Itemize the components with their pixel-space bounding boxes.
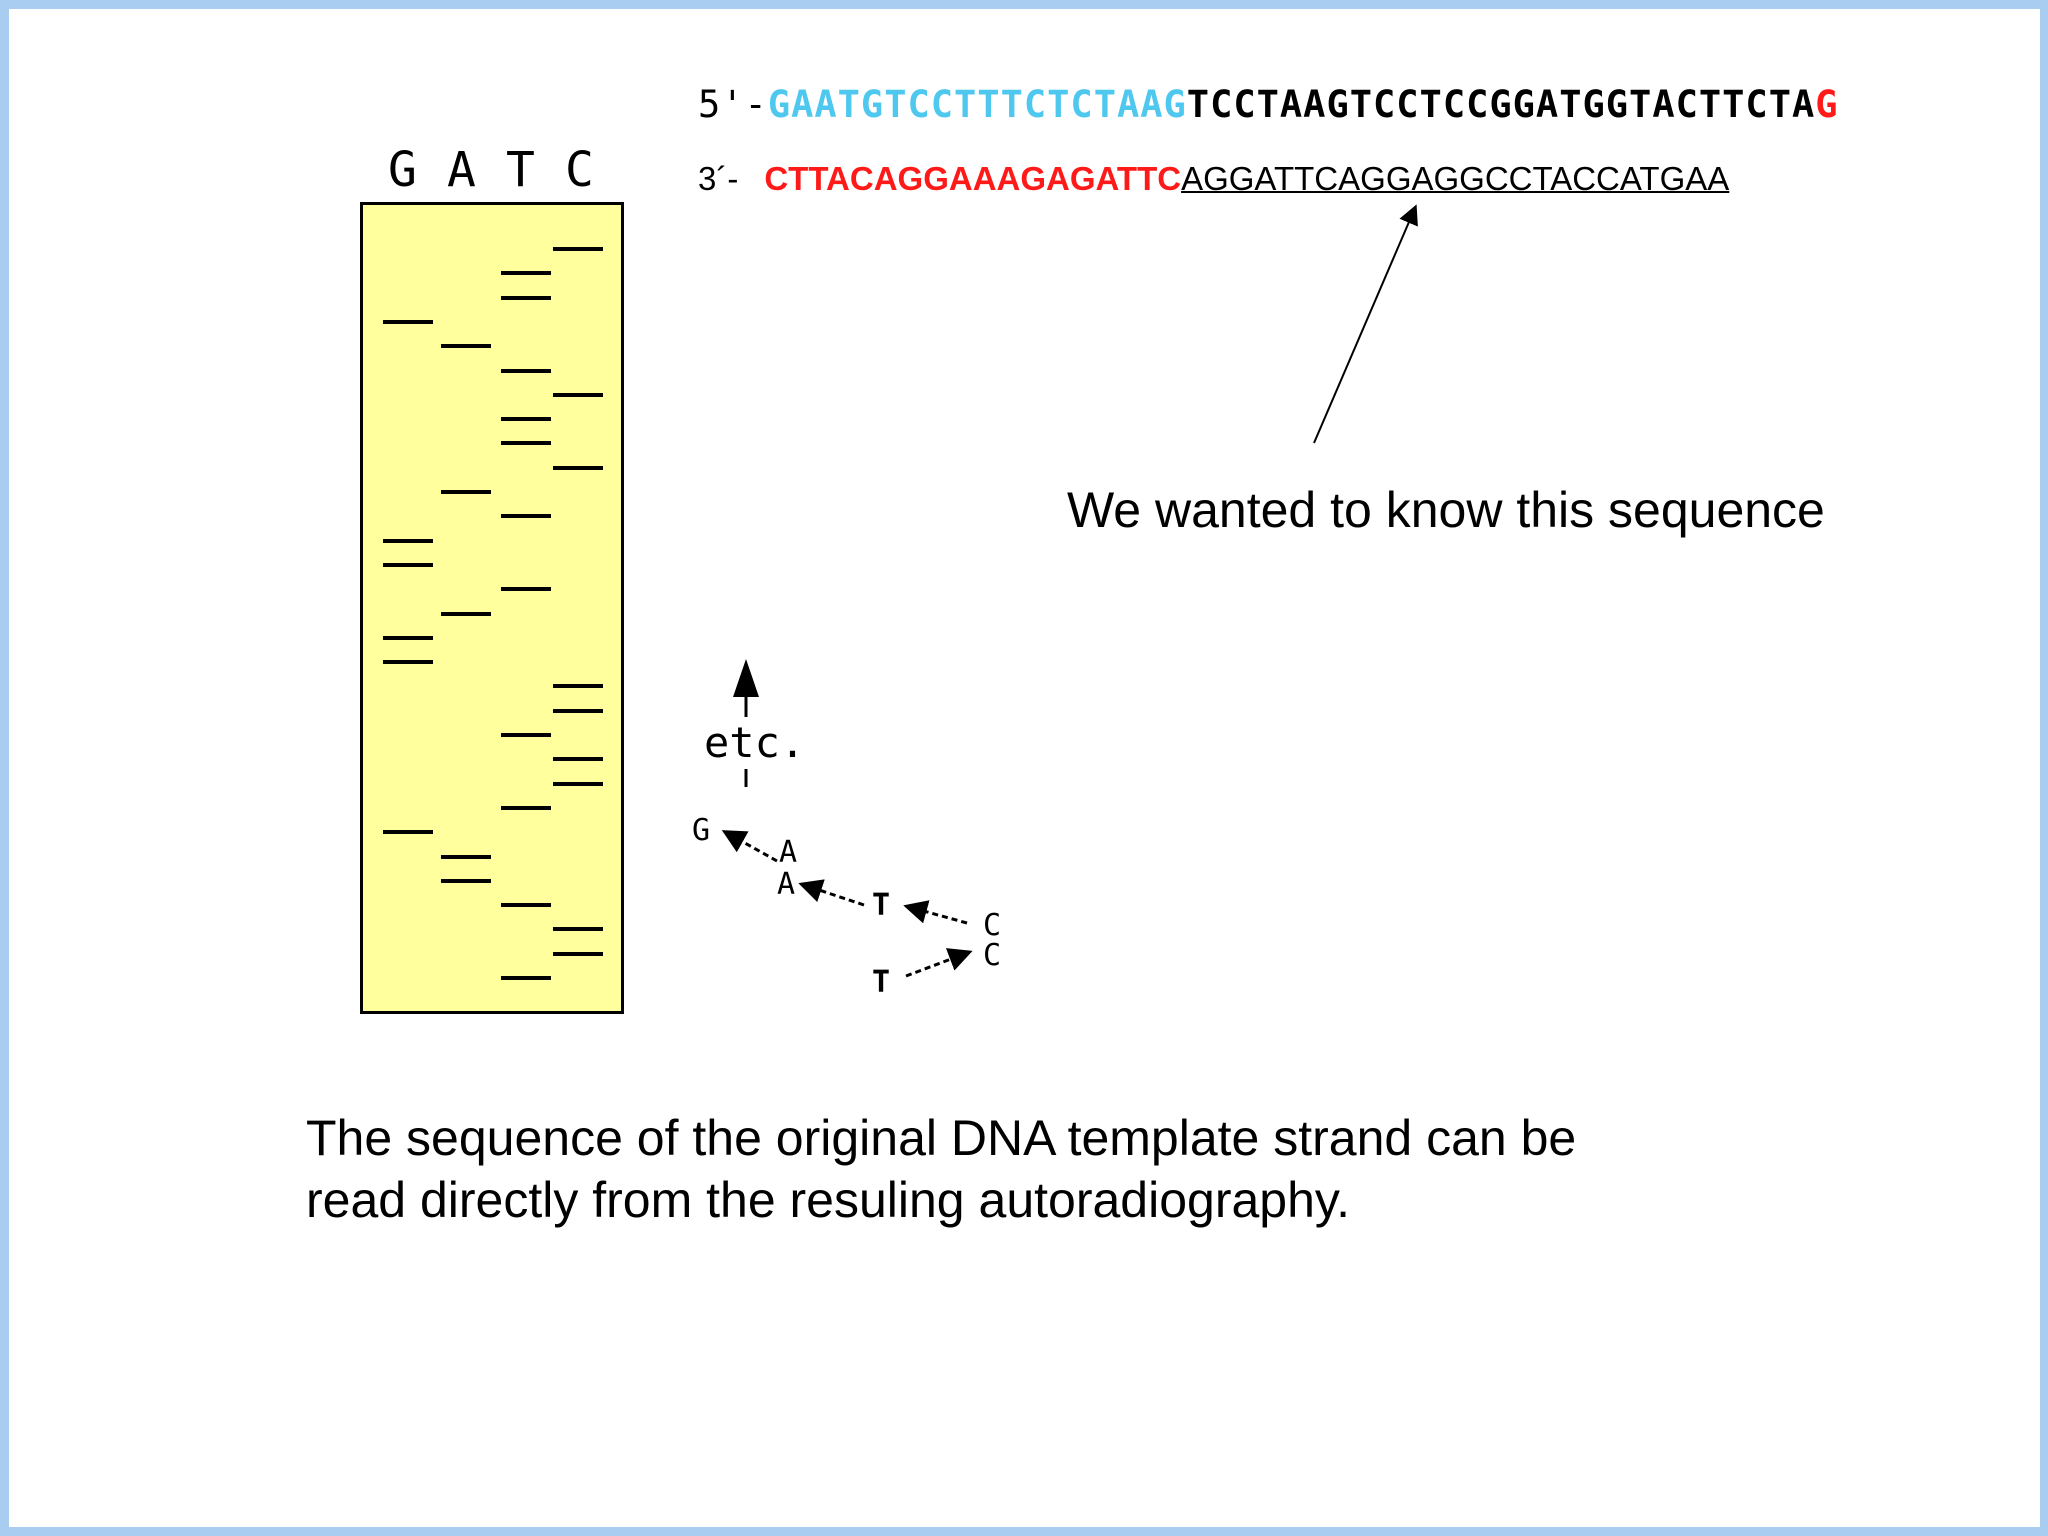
read-base-label: G bbox=[692, 813, 710, 848]
gel-band-t bbox=[501, 806, 551, 810]
read-base-label: C bbox=[983, 938, 1001, 973]
gel-bands bbox=[383, 247, 603, 980]
gel-band-a bbox=[441, 490, 491, 494]
gel-band-g bbox=[383, 320, 433, 324]
read-arrow bbox=[905, 948, 973, 978]
reading-path: etc. G A A T C C T bbox=[692, 659, 1001, 1000]
gel-band-c bbox=[553, 757, 603, 761]
unknown-template-sequence: AGGATTCAGGAGGCCTACCATGAA bbox=[1181, 160, 1730, 197]
read-base-label: A bbox=[779, 835, 797, 870]
lane-label: G bbox=[388, 142, 417, 198]
gel-band-a bbox=[441, 879, 491, 883]
known-template-sequence: CTTACAGGAAAGAGATTC bbox=[764, 160, 1182, 197]
gel-band-c bbox=[553, 684, 603, 688]
gel-band-c bbox=[553, 393, 603, 397]
gel-band-t bbox=[501, 976, 551, 980]
gel-band-g bbox=[383, 660, 433, 664]
gel-band-t bbox=[501, 369, 551, 373]
gel-band-t bbox=[501, 441, 551, 445]
pointer-arrow bbox=[1313, 204, 1418, 444]
lane-label: T bbox=[506, 142, 535, 198]
lane-label: C bbox=[565, 142, 594, 198]
gel-band-a bbox=[441, 855, 491, 859]
caption-line: read directly from the resuling autoradi… bbox=[306, 1172, 1351, 1228]
gel-band-t bbox=[501, 514, 551, 518]
caption-line: The sequence of the original DNA templat… bbox=[306, 1110, 1577, 1166]
gel-band-g bbox=[383, 539, 433, 543]
annotation-arrow bbox=[1313, 204, 1418, 444]
read-base-label: T bbox=[872, 965, 890, 1000]
strand-3-prefix: 3´- bbox=[698, 160, 739, 197]
read-arrow bbox=[798, 879, 865, 907]
gel-band-t bbox=[501, 417, 551, 421]
gel-band-g bbox=[383, 563, 433, 567]
strand-5-prime: 5'-GAATGTCCTTTCTCTAAGTCCTAAGTCCTCCGGATGG… bbox=[698, 83, 1839, 126]
sequencing-gel bbox=[360, 202, 624, 1014]
gel-band-c bbox=[553, 952, 603, 956]
gel-band-c bbox=[553, 247, 603, 251]
etc-label: etc. bbox=[704, 718, 805, 767]
gel-band-a bbox=[441, 344, 491, 348]
read-base-label: A bbox=[777, 867, 795, 902]
gel-band-t bbox=[501, 587, 551, 591]
gel-band-t bbox=[501, 733, 551, 737]
gel-band-c bbox=[553, 927, 603, 931]
gel-band-c bbox=[553, 782, 603, 786]
lane-label: A bbox=[447, 142, 476, 198]
gel-band-g bbox=[383, 830, 433, 834]
caption: The sequence of the original DNA templat… bbox=[306, 1107, 1576, 1231]
last-base: G bbox=[1815, 83, 1839, 126]
primer-sequence: GAATGTCCTTTCTCTAAG bbox=[767, 83, 1187, 126]
gel-band-c bbox=[553, 466, 603, 470]
gel-band-c bbox=[553, 709, 603, 713]
gel-band-g bbox=[383, 636, 433, 640]
gel-band-t bbox=[501, 296, 551, 300]
strand-5-prefix: 5'- bbox=[698, 83, 768, 126]
slide: 5'-GAATGTCCTTTCTCTAAGTCCTAAGTCCTCCGGATGG… bbox=[9, 9, 2040, 1527]
strand-3-prime: 3´- CTTACAGGAAAGAGATTCAGGATTCAGGAGGCCTACC… bbox=[698, 160, 1729, 198]
read-arrow bbox=[721, 830, 778, 863]
read-base-label: T bbox=[872, 888, 890, 923]
synthesized-sequence: TCCTAAGTCCTCCGGATGGTACTTCTA bbox=[1186, 83, 1816, 126]
gel-band-t bbox=[501, 271, 551, 275]
read-arrow bbox=[903, 900, 968, 925]
gel-band-t bbox=[501, 903, 551, 907]
gel-band-a bbox=[441, 612, 491, 616]
annotation-text: We wanted to know this sequence bbox=[1067, 482, 1825, 538]
up-arrow-icon bbox=[733, 659, 759, 697]
read-base-label: C bbox=[983, 908, 1001, 943]
